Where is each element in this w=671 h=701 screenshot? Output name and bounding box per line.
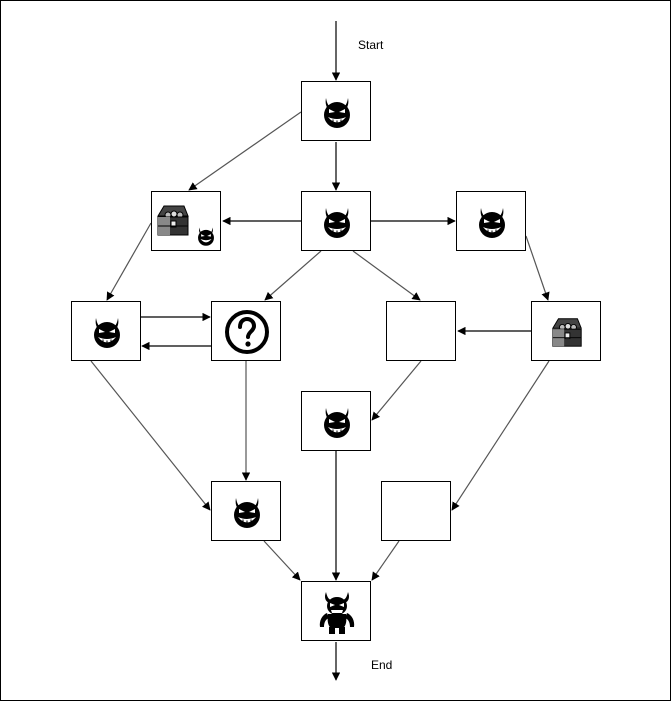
treasure-chest-icon — [551, 318, 582, 347]
node-2[interactable] — [151, 191, 221, 251]
edge-n3-n7 — [352, 250, 421, 301]
devil-face-icon — [324, 408, 350, 438]
node-3[interactable] — [301, 191, 371, 251]
node-5[interactable] — [71, 301, 141, 361]
node-10[interactable] — [211, 481, 281, 541]
edge-n11-n12 — [371, 540, 400, 581]
edge-n8-n11 — [451, 360, 550, 511]
edge-n2-n5 — [106, 222, 152, 301]
edge-n4-n8 — [525, 235, 550, 301]
node-12[interactable] — [301, 581, 371, 641]
edge-n3-n6 — [264, 250, 322, 301]
node-11[interactable] — [381, 481, 451, 541]
node-1[interactable] — [301, 81, 371, 141]
edge-n1-n2 — [188, 111, 302, 191]
devil-face-icon — [198, 227, 214, 246]
edge-n10-n12 — [263, 540, 301, 581]
devil-face-icon — [324, 98, 350, 128]
edge-n5-n10 — [90, 360, 211, 511]
horned-monster-icon — [319, 592, 355, 634]
devil-face-icon — [479, 208, 505, 238]
node-4[interactable] — [456, 191, 526, 251]
end-label: End — [371, 658, 393, 672]
start-label: Start — [358, 38, 384, 52]
node-6[interactable] — [211, 301, 281, 361]
devil-face-icon — [94, 318, 120, 348]
question-mark-icon — [225, 310, 269, 354]
node-8[interactable] — [531, 301, 601, 361]
treasure-chest-icon — [157, 205, 189, 236]
devil-face-icon — [234, 498, 260, 528]
edge-n7-n9 — [371, 360, 422, 421]
node-7[interactable] — [386, 301, 456, 361]
node-9[interactable] — [301, 391, 371, 451]
devil-face-icon — [324, 208, 350, 238]
